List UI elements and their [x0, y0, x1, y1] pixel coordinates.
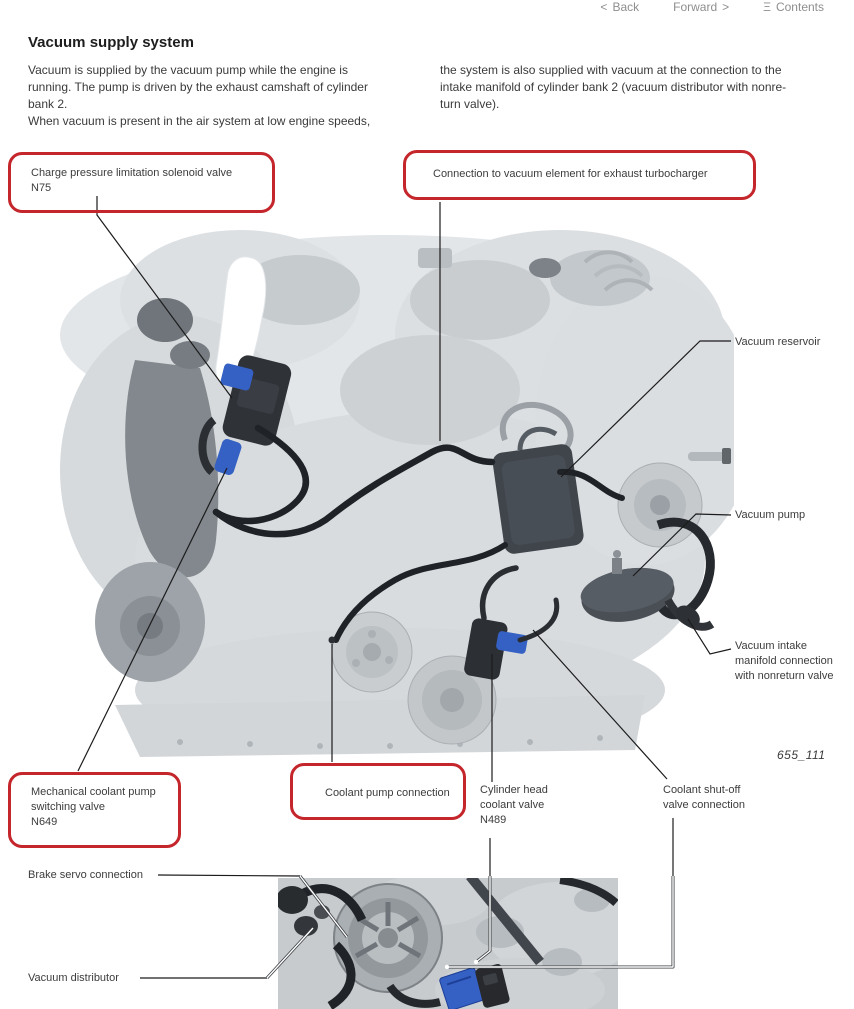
- nav-forward-label: Forward: [673, 0, 718, 14]
- closeup-photo: [278, 878, 618, 1009]
- intro-line: the system is also supplied with vacuum …: [440, 63, 782, 77]
- intro-line: When vacuum is present in the air system…: [28, 114, 371, 128]
- n489-valve-part: [464, 618, 508, 680]
- vacuum-pump-part: [580, 567, 675, 622]
- leader-lines: [77, 196, 732, 979]
- callout-coolant-pump-label: Coolant pump connection: [325, 787, 450, 799]
- vacuum-reservoir-part: [492, 444, 584, 554]
- back-chevron-icon: <: [600, 0, 608, 14]
- intro-line: running. The pump is driven by the exhau…: [28, 80, 368, 94]
- nav-contents-label: Contents: [775, 0, 824, 14]
- intro-line: turn valve).: [440, 97, 500, 111]
- intro-paragraph-left: Vacuum is supplied by the vacuum pump wh…: [28, 62, 428, 130]
- callout-box-coolant-pump: Coolant pump connection: [290, 763, 466, 820]
- label-coolant-shutoff: Coolant shut-off valve connection: [663, 784, 745, 811]
- callout-n75-code: N75: [31, 182, 52, 194]
- engine-photo: [60, 230, 734, 757]
- callout-box-n75: Charge pressure limitation solenoid valv…: [8, 152, 275, 213]
- nav-back[interactable]: < Back: [600, 0, 639, 14]
- callout-n649-label: Mechanical coolant pump switching valve: [31, 786, 156, 813]
- intro-line: intake manifold of cylinder bank 2 (vacu…: [440, 80, 787, 94]
- label-vacuum-pump: Vacuum pump: [735, 509, 806, 521]
- callout-box-n649: Mechanical coolant pump switching valve …: [8, 772, 181, 848]
- label-brake-servo: Brake servo connection: [28, 869, 143, 881]
- label-vacuum-distributor: Vacuum distributor: [28, 972, 119, 984]
- forward-chevron-icon: >: [722, 0, 730, 14]
- label-vacuum-reservoir: Vacuum reservoir: [735, 336, 821, 348]
- closeup-leader-lines: [265, 875, 675, 980]
- callout-n649-code: N649: [31, 816, 58, 828]
- label-vacuum-intake-manifold: Vacuum intake manifold connection with n…: [735, 640, 834, 682]
- intro-line: Vacuum is supplied by the vacuum pump wh…: [28, 63, 348, 77]
- callout-n75-label: Charge pressure limitation solenoid valv…: [31, 167, 233, 179]
- label-n489-code: N489: [480, 814, 507, 826]
- intro-line: bank 2.: [28, 97, 68, 111]
- label-n489-text: Cylinder head coolant valve: [480, 784, 548, 811]
- nav-back-label: Back: [612, 0, 640, 14]
- nav-contents[interactable]: Ξ Contents: [763, 0, 824, 14]
- viewer-nav: < Back Forward > Ξ Contents: [600, 0, 824, 14]
- nav-forward[interactable]: Forward >: [673, 0, 729, 14]
- callout-box-turbo-connection: Connection to vacuum element for exhaust…: [403, 150, 756, 200]
- page-title: Vacuum supply system: [28, 34, 194, 52]
- closeup-blue-solenoid: [439, 967, 485, 1009]
- figure-number: 655_111: [777, 748, 826, 762]
- callout-turbo-label: Connection to vacuum element for exhaust…: [433, 168, 708, 180]
- label-n489: Cylinder head coolant valve N489: [480, 783, 560, 828]
- contents-icon: Ξ: [763, 0, 771, 14]
- intro-paragraph-right: the system is also supplied with vacuum …: [440, 62, 840, 113]
